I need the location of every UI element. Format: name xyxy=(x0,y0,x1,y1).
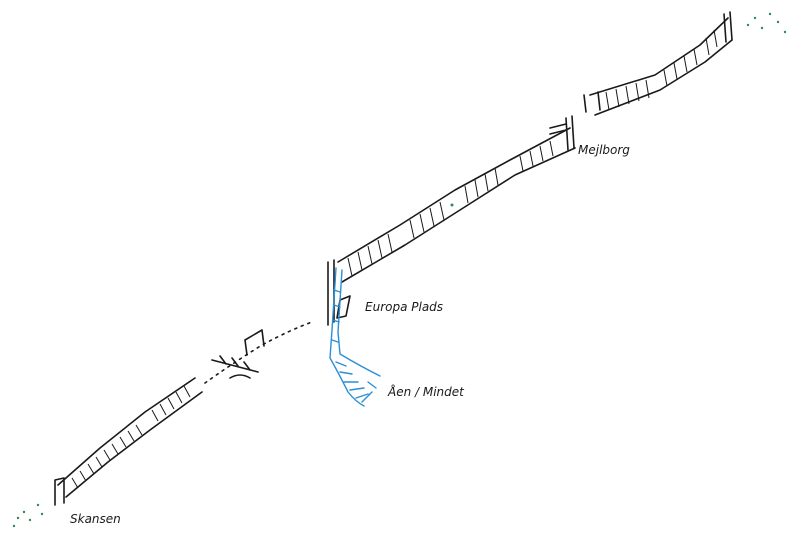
wall-segment-middle-top xyxy=(337,127,571,263)
top-right-post xyxy=(723,11,733,43)
wall-outline xyxy=(54,11,733,506)
skansen-post xyxy=(54,477,65,506)
stream-hatch xyxy=(331,289,377,403)
wall-dotted-gap xyxy=(204,321,313,384)
stream-channel xyxy=(329,267,381,407)
mejlborg-top-marks xyxy=(583,91,601,113)
wall-segment-lower-top xyxy=(57,377,196,486)
europa-box xyxy=(336,295,351,319)
hatch-lower xyxy=(71,385,191,489)
hatch-upper xyxy=(605,29,718,111)
foliage-dots xyxy=(12,12,787,528)
label-aaen-mindet: Åen / Mindet xyxy=(388,385,464,399)
stream-aaen xyxy=(329,267,381,407)
wall-segment-upper-bottom xyxy=(594,39,733,116)
wall-hatching xyxy=(71,29,718,489)
bridge-marks xyxy=(211,355,259,379)
gate-posts xyxy=(244,329,265,356)
label-mejlborg: Mejlborg xyxy=(578,143,630,157)
wall-segment-middle-bottom xyxy=(341,147,576,283)
wall-segment-upper-top xyxy=(589,17,729,96)
wall-segment-lower-bottom xyxy=(65,391,203,498)
label-europa-plads: Europa Plads xyxy=(365,300,444,314)
label-skansen: Skansen xyxy=(70,512,121,526)
hatch-middle xyxy=(347,140,554,277)
mejlborg-post xyxy=(549,115,575,151)
